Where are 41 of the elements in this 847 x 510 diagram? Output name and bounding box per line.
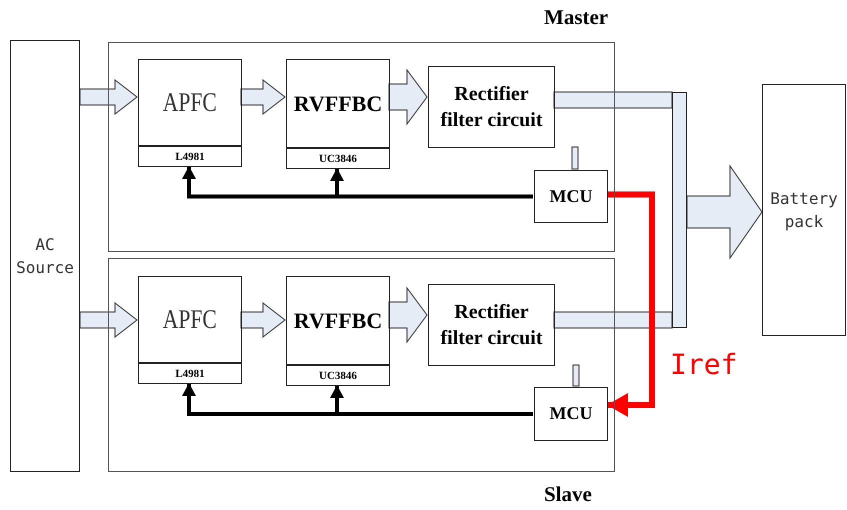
part-number: UC3846: [287, 364, 389, 385]
node-label: AC Source: [15, 234, 75, 279]
signal-band: [572, 146, 578, 170]
controller-block: [138, 59, 242, 167]
power-band: [554, 92, 672, 108]
block-label: RVFFBC: [294, 90, 382, 116]
panel-heading: Master: [544, 5, 608, 30]
part-number: L4981: [139, 145, 241, 166]
feedback-arrow: [330, 385, 533, 416]
converter-block: [286, 276, 390, 386]
rectifier-block: [428, 66, 555, 148]
block-arrow: [686, 164, 763, 260]
rectifier-block: [428, 284, 555, 366]
source-box: [10, 40, 80, 472]
mcu-block: [534, 170, 608, 223]
block-label: RVFFBC: [294, 308, 382, 334]
power-band: [554, 312, 672, 328]
feedback-arrow: [330, 168, 533, 198]
battery-box: [762, 84, 846, 336]
controller-block: [138, 276, 242, 384]
panel-heading: Slave: [544, 482, 592, 507]
signal-band: [572, 364, 580, 386]
block-arrow: [80, 78, 138, 116]
part-number: L4981: [139, 362, 241, 383]
block-arrow: [240, 78, 286, 116]
block-label: MCU: [550, 184, 592, 208]
block-label: Rectifier filter circuit: [440, 300, 544, 351]
block-arrow: [388, 68, 428, 126]
reference-arrow: [607, 192, 655, 417]
block-arrow: [240, 302, 286, 338]
block-arrow: [388, 286, 428, 344]
block-label: APFC: [162, 304, 217, 335]
block-label: Rectifier filter circuit: [440, 82, 544, 133]
node-label: Battery pack: [769, 188, 839, 233]
block-label: APFC: [162, 87, 217, 118]
block-label: MCU: [550, 402, 592, 426]
part-number: UC3846: [287, 147, 389, 168]
converter-block: [286, 59, 390, 169]
mcu-block: [534, 387, 608, 441]
bus-bar: [672, 92, 687, 328]
block-arrow: [80, 302, 138, 338]
